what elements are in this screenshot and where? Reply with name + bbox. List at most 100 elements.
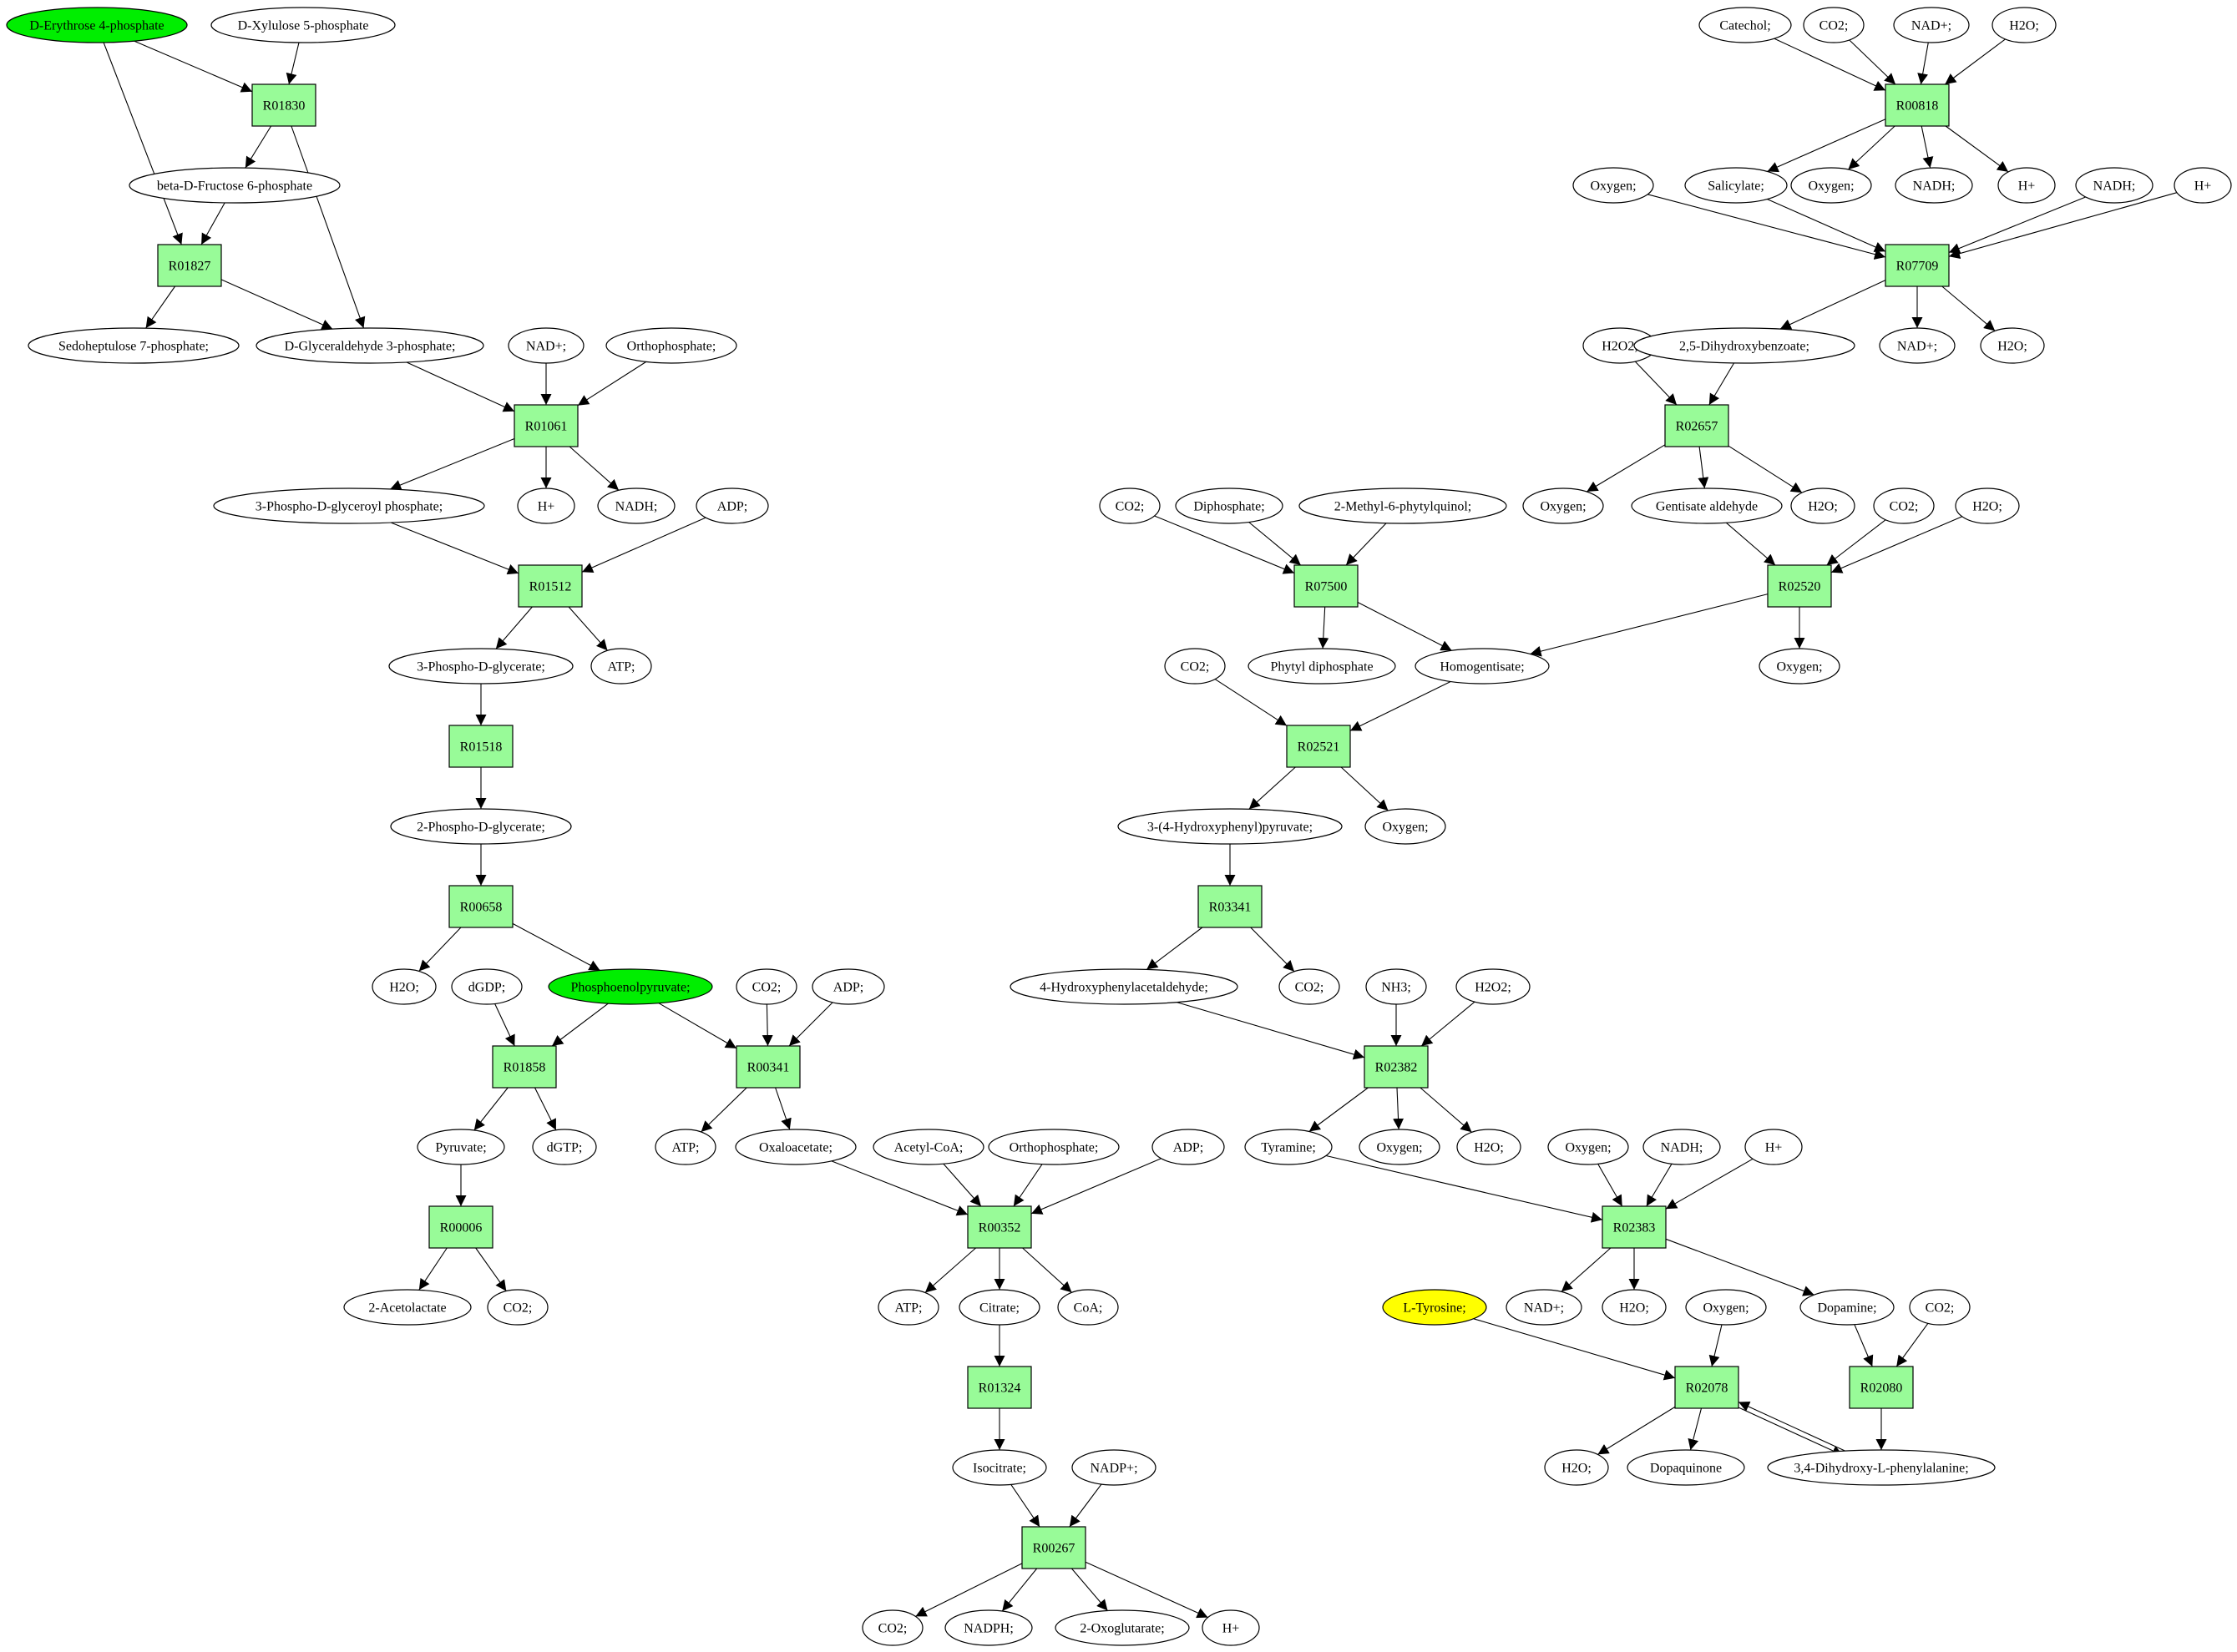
reaction-node-r_R07709[interactable]: R07709: [1885, 244, 1950, 287]
metabolite-node-m_f6p[interactable]: beta-D-Fructose 6-phosphate: [129, 167, 341, 204]
metabolite-node-m_e4p[interactable]: D-Erythrose 4-phosphate: [6, 7, 188, 43]
metabolite-node-m_co2h[interactable]: CO2;: [1278, 968, 1340, 1005]
metabolite-node-m_icit[interactable]: Isocitrate;: [952, 1449, 1047, 1486]
metabolite-node-m_oxy4[interactable]: Oxygen;: [1759, 648, 1840, 685]
metabolite-node-m_atp1[interactable]: ATP;: [590, 648, 652, 685]
reaction-node-r_R07500[interactable]: R07500: [1293, 564, 1359, 608]
reaction-node-r_R01324[interactable]: R01324: [967, 1366, 1032, 1409]
reaction-node-r_R02382[interactable]: R02382: [1364, 1045, 1429, 1089]
metabolite-node-m_h2o8[interactable]: H2O;: [1544, 1449, 1609, 1486]
metabolite-node-m_nad1[interactable]: NAD+;: [508, 327, 585, 364]
metabolite-node-m_oxy8[interactable]: Oxygen;: [1685, 1289, 1767, 1326]
reaction-node-r_R00818[interactable]: R00818: [1885, 83, 1950, 127]
metabolite-node-m_co2c[interactable]: CO2;: [862, 1609, 924, 1646]
metabolite-node-m_acl[interactable]: 2-Acetolactate: [343, 1289, 472, 1326]
metabolite-node-m_pi1[interactable]: Orthophosphate;: [605, 327, 737, 364]
metabolite-node-m_coa[interactable]: CoA;: [1057, 1289, 1119, 1326]
metabolite-node-m_tyr[interactable]: L-Tyrosine;: [1382, 1289, 1487, 1326]
metabolite-node-m_s7p[interactable]: Sedoheptulose 7-phosphate;: [28, 327, 240, 364]
reaction-node-r_R01830[interactable]: R01830: [251, 83, 316, 127]
metabolite-node-m_nadh4[interactable]: NADH;: [1642, 1129, 1721, 1165]
metabolite-node-m_h2o6[interactable]: H2O;: [1456, 1129, 1521, 1165]
metabolite-node-m_h2o3[interactable]: H2O;: [1980, 327, 2045, 364]
metabolite-node-m_oxy6[interactable]: Oxygen;: [1359, 1129, 1440, 1165]
reaction-node-r_R02520[interactable]: R02520: [1767, 564, 1832, 608]
metabolite-node-m_dgdp[interactable]: dGDP;: [451, 968, 523, 1005]
metabolite-node-m_nh3[interactable]: NH3;: [1365, 968, 1427, 1005]
metabolite-node-m_h2o5[interactable]: H2O;: [1955, 488, 2020, 524]
metabolite-node-m_accoa[interactable]: Acetyl-CoA;: [873, 1129, 984, 1165]
metabolite-node-m_phytpp[interactable]: Phytyl diphosphate: [1248, 648, 1396, 685]
metabolite-node-m_hga[interactable]: Homogentisate;: [1415, 648, 1550, 685]
metabolite-node-m_adp2[interactable]: ADP;: [812, 968, 885, 1005]
metabolite-node-m_h3[interactable]: H+: [1997, 167, 2056, 204]
metabolite-node-m_pi2[interactable]: Orthophosphate;: [988, 1129, 1120, 1165]
metabolite-node-m_hpaa[interactable]: 4-Hydroxyphenylacetaldehyde;: [1010, 968, 1238, 1005]
metabolite-node-m_akg[interactable]: 2-Oxoglutarate;: [1055, 1609, 1190, 1646]
metabolite-node-m_h2o4[interactable]: H2O;: [1790, 488, 1855, 524]
metabolite-node-m_h2o2b[interactable]: H2O2;: [1455, 968, 1531, 1005]
metabolite-node-m_co2a[interactable]: CO2;: [736, 968, 797, 1005]
metabolite-node-m_tyra[interactable]: Tyramine;: [1244, 1129, 1333, 1165]
metabolite-node-m_nadh1[interactable]: NADH;: [597, 488, 676, 524]
metabolite-node-m_h5[interactable]: H+: [1744, 1129, 1803, 1165]
metabolite-node-m_oxy5[interactable]: Oxygen;: [1364, 808, 1446, 845]
metabolite-node-m_nad2[interactable]: NAD+;: [1893, 7, 1970, 43]
reaction-node-r_R02521[interactable]: R02521: [1286, 725, 1351, 768]
metabolite-node-m_pp[interactable]: Diphosphate;: [1175, 488, 1283, 524]
metabolite-node-m_cit[interactable]: Citrate;: [959, 1289, 1040, 1326]
reaction-node-r_R01858[interactable]: R01858: [492, 1045, 557, 1089]
reaction-node-r_R01061[interactable]: R01061: [514, 404, 579, 447]
metabolite-node-m_xu5p[interactable]: D-Xylulose 5-phosphate: [210, 7, 396, 43]
metabolite-node-m_sal[interactable]: Salicylate;: [1684, 167, 1788, 204]
metabolite-node-m_co2d[interactable]: CO2;: [1803, 7, 1865, 43]
reaction-node-r_R03341[interactable]: R03341: [1197, 885, 1263, 928]
metabolite-node-m_mpq[interactable]: 2-Methyl-6-phytylquinol;: [1298, 488, 1507, 524]
metabolite-node-m_oxy1[interactable]: Oxygen;: [1572, 167, 1654, 204]
metabolite-node-m_atp3[interactable]: ATP;: [878, 1289, 939, 1326]
metabolite-node-m_h1[interactable]: H+: [517, 488, 575, 524]
metabolite-node-m_co2i[interactable]: CO2;: [1909, 1289, 1971, 1326]
metabolite-node-m_dgtp[interactable]: dGTP;: [532, 1129, 597, 1165]
metabolite-node-m_nad3[interactable]: NAD+;: [1879, 327, 1956, 364]
metabolite-node-m_co2f[interactable]: CO2;: [1873, 488, 1935, 524]
metabolite-node-m_nad4[interactable]: NAD+;: [1506, 1289, 1582, 1326]
metabolite-node-m_dq[interactable]: Dopaquinone: [1627, 1449, 1745, 1486]
metabolite-node-m_nadh3[interactable]: NADH;: [2075, 167, 2153, 204]
reaction-node-r_R02657[interactable]: R02657: [1664, 404, 1729, 447]
metabolite-node-m_oaa[interactable]: Oxaloacetate;: [735, 1129, 857, 1165]
metabolite-node-m_nadp[interactable]: NADP+;: [1071, 1449, 1156, 1486]
metabolite-node-m_nadph[interactable]: NADPH;: [944, 1609, 1033, 1646]
metabolite-node-m_g3p[interactable]: D-Glyceraldehyde 3-phosphate;: [256, 327, 484, 364]
metabolite-node-m_dopa[interactable]: 3,4-Dihydroxy-L-phenylalanine;: [1767, 1449, 1996, 1486]
metabolite-node-m_pep[interactable]: Phosphoenolpyruvate;: [548, 968, 713, 1005]
metabolite-node-m_oxy3[interactable]: Oxygen;: [1522, 488, 1604, 524]
metabolite-node-m_3pg[interactable]: 3-Phospho-D-glycerate;: [388, 648, 574, 685]
metabolite-node-m_catechol[interactable]: Catechol;: [1698, 7, 1792, 43]
reaction-node-r_R00267[interactable]: R00267: [1021, 1526, 1086, 1569]
reaction-node-r_R02080[interactable]: R02080: [1849, 1366, 1914, 1409]
reaction-node-r_R02078[interactable]: R02078: [1674, 1366, 1739, 1409]
metabolite-node-m_atp2[interactable]: ATP;: [655, 1129, 716, 1165]
metabolite-node-m_nadh2[interactable]: NADH;: [1895, 167, 1973, 204]
reaction-node-r_R00341[interactable]: R00341: [736, 1045, 801, 1089]
metabolite-node-m_adp3[interactable]: ADP;: [1151, 1129, 1225, 1165]
metabolite-node-m_dop[interactable]: Dopamine;: [1799, 1289, 1895, 1326]
reaction-node-r_R00658[interactable]: R00658: [448, 885, 514, 928]
metabolite-node-m_h2[interactable]: H+: [1202, 1609, 1260, 1646]
metabolite-node-m_co2g[interactable]: CO2;: [1164, 648, 1226, 685]
reaction-node-r_R00006[interactable]: R00006: [428, 1205, 493, 1249]
metabolite-node-m_oxy2[interactable]: Oxygen;: [1790, 167, 1872, 204]
metabolite-node-m_co2e[interactable]: CO2;: [1099, 488, 1161, 524]
metabolite-node-m_hpp[interactable]: 3-(4-Hydroxyphenyl)pyruvate;: [1117, 808, 1343, 845]
metabolite-node-m_h4[interactable]: H+: [2174, 167, 2232, 204]
metabolite-node-m_pyr[interactable]: Pyruvate;: [417, 1129, 505, 1165]
metabolite-node-m_h2o7[interactable]: H2O;: [1602, 1289, 1667, 1326]
metabolite-node-m_oxy7[interactable]: Oxygen;: [1547, 1129, 1629, 1165]
reaction-node-r_R01512[interactable]: R01512: [518, 564, 583, 608]
reaction-node-r_R01827[interactable]: R01827: [157, 244, 222, 287]
metabolite-node-m_h2o1[interactable]: H2O;: [372, 968, 437, 1005]
metabolite-node-m_gald[interactable]: Gentisate aldehyde: [1631, 488, 1783, 524]
metabolite-node-m_25dhb[interactable]: 2,5-Dihydroxybenzoate;: [1633, 327, 1855, 364]
metabolite-node-m_co2b[interactable]: CO2;: [487, 1289, 549, 1326]
